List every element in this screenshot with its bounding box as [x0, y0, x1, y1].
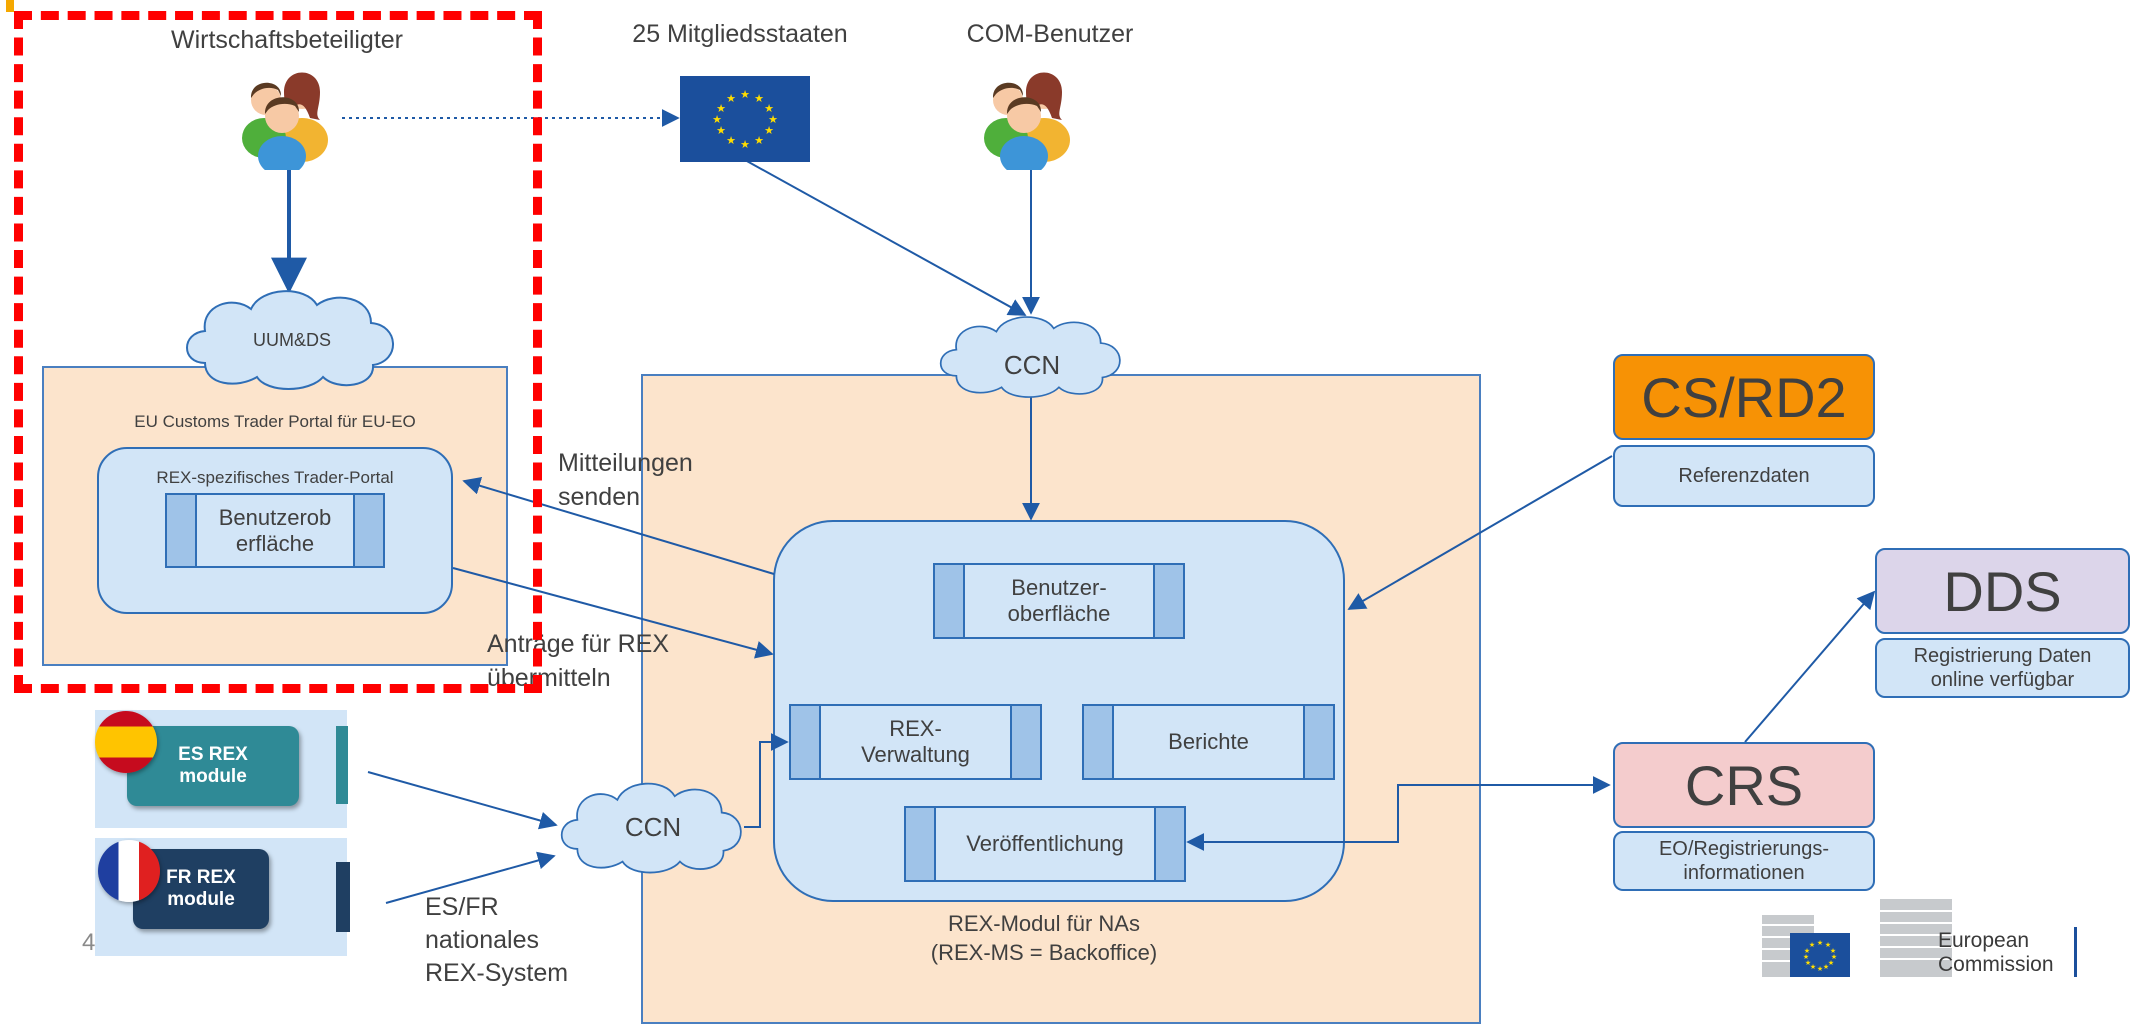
svg-text:★: ★	[1805, 959, 1811, 967]
svg-text:★: ★	[740, 88, 750, 101]
svg-text:★: ★	[712, 113, 722, 126]
svg-text:★: ★	[764, 124, 774, 137]
dds-header[interactable]: DDS	[1875, 548, 2130, 634]
fr-to-ccn-arrow	[385, 851, 556, 904]
highlight-corner-mark	[6, 0, 14, 12]
ec-logo-bar	[2074, 927, 2077, 977]
svg-text:★: ★	[754, 134, 764, 147]
cloud-uum-shape	[186, 290, 394, 390]
crs-to-dds-arrow	[1744, 590, 1876, 743]
ec-building-icon: ★★★★ ★★★★ ★★★★	[1762, 899, 1952, 977]
actor-trader-label: Wirtschaftsbeteiligter	[170, 26, 404, 54]
ccn-to-admin-arrow	[744, 733, 789, 828]
national-system-label: ES/FR nationales REX-System	[425, 893, 569, 987]
svg-text:★: ★	[1810, 963, 1816, 971]
svg-text:★: ★	[716, 102, 726, 115]
trader-users-icon	[242, 72, 328, 170]
ec-logo: ★★★★ ★★★★ ★★★★ European Commission	[1760, 893, 2080, 981]
cloud-ccn-bottom-shape	[561, 782, 742, 874]
cloud-uum-label: UUM&DS	[252, 330, 331, 350]
highlight-frame	[14, 11, 542, 693]
svg-text:★: ★	[1804, 947, 1810, 955]
actor-com-users-label: COM-Benutzer	[966, 20, 1134, 48]
trader-ui-module[interactable]: Benutzerob erfläche	[165, 493, 385, 568]
trader-portal-title: EU Customs Trader Portal für EU-EO	[134, 412, 416, 431]
com-users-icon	[984, 72, 1070, 170]
page-number: 4	[82, 929, 96, 956]
es-to-ccn-arrow	[367, 771, 558, 830]
cloud-ccn-top-shape	[940, 316, 1121, 398]
svg-text:★: ★	[1817, 965, 1823, 973]
ec-logo-line1: European	[1938, 929, 2030, 952]
crs-sub: EO/Registrierungs- informationen	[1613, 831, 1875, 891]
trader-portal-inner-title: REX-spezifisches Trader-Portal	[156, 468, 394, 487]
rex-ms-caption-1: REX-Modul für NAs	[948, 911, 1140, 936]
svg-text:★: ★	[726, 92, 736, 105]
svg-text:★: ★	[1825, 941, 1831, 949]
reports-module[interactable]: Berichte	[1082, 704, 1335, 780]
svg-text:★: ★	[716, 124, 726, 137]
svg-text:★: ★	[1831, 953, 1837, 961]
dds-sub: Registrierung Daten online verfügbar	[1875, 638, 2130, 698]
france-flag-icon	[98, 840, 160, 902]
svg-text:★: ★	[740, 138, 750, 151]
send-notifications-label: Mitteilungen senden	[558, 449, 693, 511]
ec-logo-line2: Commission	[1938, 953, 2054, 976]
svg-text:★: ★	[1817, 939, 1823, 947]
crs-header[interactable]: CRS	[1613, 742, 1875, 828]
cloud-ccn-bottom-label: CCN	[624, 812, 682, 842]
rex-ui-module[interactable]: Benutzer- oberfläche	[933, 563, 1185, 639]
svg-text:★: ★	[1809, 941, 1815, 949]
svg-text:★: ★	[1828, 959, 1834, 967]
crs-publication-arrow	[1186, 776, 1611, 851]
eu-flag-icon: ★★★★ ★★★★ ★★★★	[680, 76, 810, 162]
publication-module[interactable]: Veröffentlichung	[904, 806, 1186, 882]
fr-server-bar	[336, 862, 350, 932]
csrd2-sub: Referenzdaten	[1613, 445, 1875, 507]
svg-text:★: ★	[764, 102, 774, 115]
member-states-to-ccn-arrow	[744, 159, 1027, 316]
spain-flag-icon	[95, 711, 157, 773]
requests-arrow	[452, 567, 774, 659]
es-server-bar	[336, 726, 348, 804]
csrd2-to-rex-ms-arrow	[1347, 455, 1613, 610]
svg-text:★: ★	[1830, 947, 1836, 955]
rex-ms-caption-2: (REX-MS = Backoffice)	[930, 940, 1158, 965]
svg-text:★: ★	[754, 92, 764, 105]
notifications-arrow	[462, 477, 775, 575]
csrd2-header[interactable]: CS/RD2	[1613, 354, 1875, 440]
svg-text:★: ★	[768, 113, 778, 126]
rex-admin-module[interactable]: REX- Verwaltung	[789, 704, 1042, 780]
svg-text:★: ★	[726, 134, 736, 147]
actor-member-states-label: 25 Mitgliedsstaaten	[632, 20, 848, 48]
svg-text:★: ★	[1803, 953, 1809, 961]
svg-text:★: ★	[1823, 963, 1829, 971]
cloud-ccn-top-label: CCN	[1003, 350, 1061, 380]
